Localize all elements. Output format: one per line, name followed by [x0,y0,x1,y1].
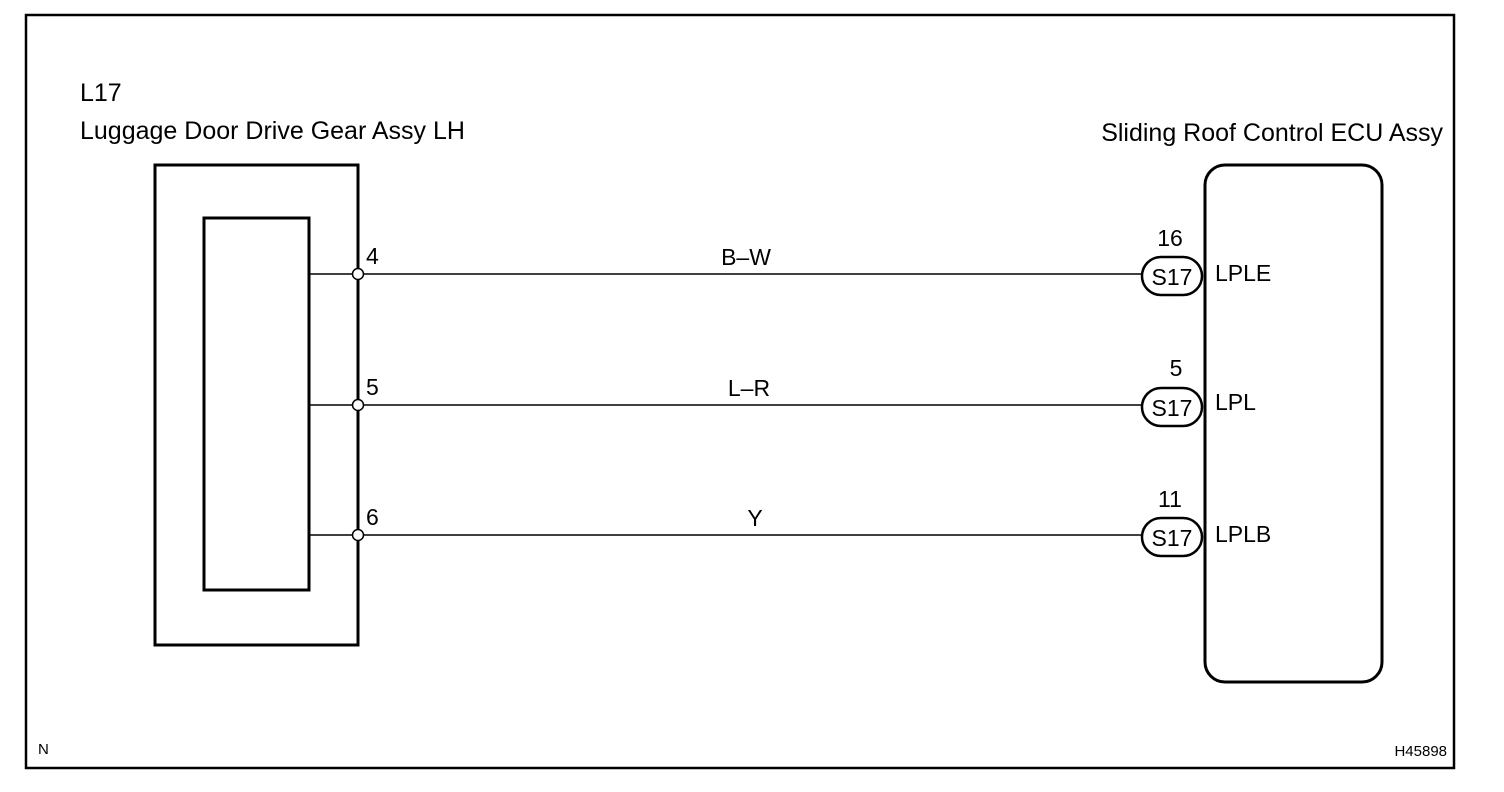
terminal-dot [351,528,365,542]
diagram-frame [24,13,1456,770]
connector-label: S17 [1152,525,1193,551]
right-pin-number: 16 [1157,225,1183,251]
connector-label: S17 [1152,264,1193,290]
right-pin-number: 11 [1158,486,1182,512]
signal-name: LPLB [1215,521,1271,547]
left-pin-number: 5 [366,374,379,400]
left-component-inner-box [202,216,311,592]
footer-left-mark: N [38,741,49,758]
left-pin-number: 4 [366,243,379,269]
terminal-dot [351,398,365,412]
wire-color-label: L–R [728,375,770,401]
right-pin-number: 5 [1170,355,1183,381]
wire-row: 6 Y S17 11 LPLB [309,486,1271,558]
wire-color-label: B–W [721,244,771,270]
connector-oval [1140,255,1204,297]
left-component-code: L17 [80,79,122,107]
terminal-dot [351,267,365,281]
wire-row: 5 L–R S17 5 LPL [309,355,1256,428]
signal-name: LPLE [1215,260,1271,286]
left-pin-number: 6 [366,504,379,530]
connector-oval [1140,386,1204,428]
right-component-name: Sliding Roof Control ECU Assy [1101,119,1443,147]
figure-id: H45898 [1394,743,1447,760]
ecu-box [1203,163,1384,684]
left-component-name: Luggage Door Drive Gear Assy LH [80,117,465,145]
wire-color-label: Y [747,505,762,531]
connector-label: S17 [1152,395,1193,421]
wire-row: 4 B–W S17 16 LPLE [309,225,1271,297]
connector-oval [1140,516,1204,558]
signal-name: LPL [1215,389,1256,415]
